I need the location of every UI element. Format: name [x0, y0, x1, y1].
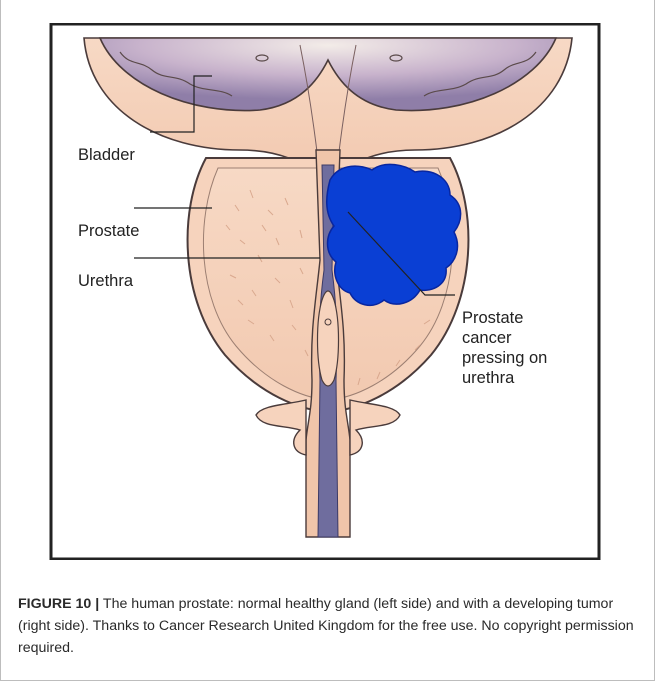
- cancer-label-line-3: pressing on: [462, 348, 547, 368]
- urethra-label: Urethra: [78, 271, 133, 291]
- bladder-label: Bladder: [78, 145, 135, 165]
- cancer-label: Prostate cancer pressing on urethra: [462, 308, 547, 388]
- figure-label: FIGURE 10 |: [18, 596, 99, 612]
- prostate-tumor: [327, 164, 461, 305]
- cancer-label-line-4: urethra: [462, 368, 547, 388]
- cancer-label-line-1: Prostate: [462, 308, 547, 328]
- figure-caption: FIGURE 10 | The human prostate: normal h…: [18, 593, 643, 659]
- prostate-label: Prostate: [78, 221, 139, 241]
- prostate-illustration: [49, 23, 602, 560]
- verumontanum: [318, 291, 339, 386]
- cancer-label-line-2: cancer: [462, 328, 547, 348]
- caption-text: The human prostate: normal healthy gland…: [18, 596, 634, 656]
